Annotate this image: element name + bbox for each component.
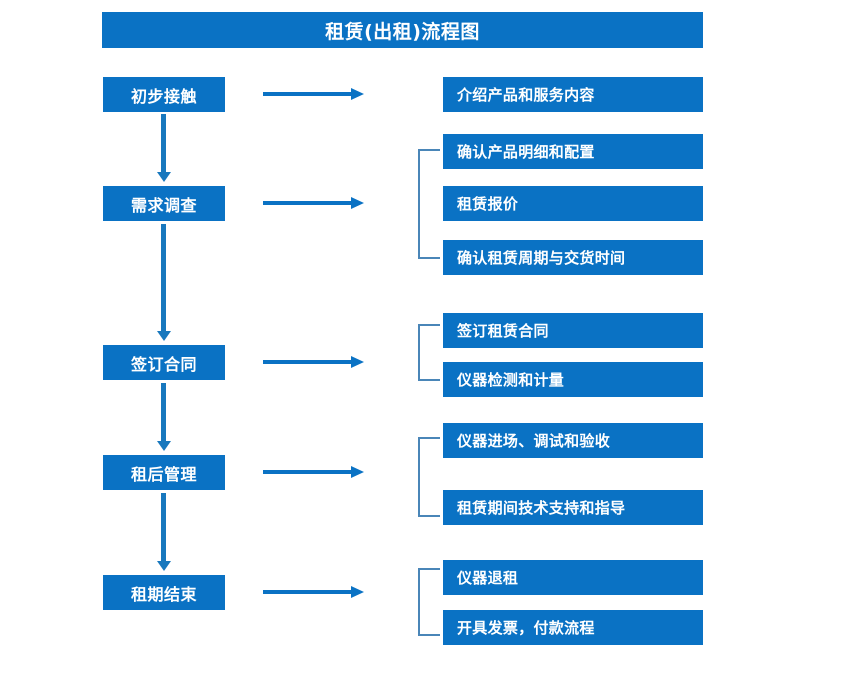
arrow-head-down-icon bbox=[157, 441, 171, 451]
arrow-head-right-icon bbox=[351, 356, 364, 368]
vertical-arrow-3 bbox=[156, 383, 172, 453]
horizontal-arrow-post-rental-management bbox=[263, 464, 364, 480]
arrow-shaft bbox=[161, 383, 166, 441]
detail-box-confirm-product-details[interactable]: 确认产品明细和配置 bbox=[443, 134, 703, 169]
detail-box-confirm-rental-period[interactable]: 确认租赁周期与交货时间 bbox=[443, 240, 703, 275]
vertical-arrow-1 bbox=[156, 114, 172, 184]
detail-box-technical-support[interactable]: 租赁期间技术支持和指导 bbox=[443, 490, 703, 525]
stage-box-post-rental-management[interactable]: 租后管理 bbox=[103, 455, 225, 490]
detail-box-instrument-entry-commissioning[interactable]: 仪器进场、调试和验收 bbox=[443, 423, 703, 458]
stage-box-demand-survey[interactable]: 需求调查 bbox=[103, 186, 225, 221]
stage-box-sign-contract[interactable]: 签订合同 bbox=[103, 345, 225, 380]
flowchart-title: 租赁(出租)流程图 bbox=[102, 12, 703, 48]
arrow-shaft bbox=[263, 201, 353, 205]
arrow-head-down-icon bbox=[157, 331, 171, 341]
horizontal-arrow-rental-end bbox=[263, 584, 364, 600]
stage-box-initial-contact[interactable]: 初步接触 bbox=[103, 77, 225, 112]
group-bracket-demand-survey bbox=[418, 149, 440, 259]
arrow-shaft bbox=[161, 114, 166, 172]
group-bracket-sign-contract bbox=[418, 324, 440, 381]
arrow-head-right-icon bbox=[351, 88, 364, 100]
arrow-shaft bbox=[263, 92, 353, 96]
arrow-shaft bbox=[263, 470, 353, 474]
detail-box-instrument-inspection[interactable]: 仪器检测和计量 bbox=[443, 362, 703, 397]
arrow-head-right-icon bbox=[351, 586, 364, 598]
stage-box-rental-end[interactable]: 租期结束 bbox=[103, 575, 225, 610]
detail-box-introduce-products[interactable]: 介绍产品和服务内容 bbox=[443, 77, 703, 112]
detail-box-instrument-return[interactable]: 仪器退租 bbox=[443, 560, 703, 595]
arrow-shaft bbox=[263, 590, 353, 594]
arrow-shaft bbox=[263, 360, 353, 364]
horizontal-arrow-demand-survey bbox=[263, 195, 364, 211]
detail-box-rental-quotation[interactable]: 租赁报价 bbox=[443, 186, 703, 221]
arrow-head-right-icon bbox=[351, 197, 364, 209]
horizontal-arrow-initial-contact bbox=[263, 86, 364, 102]
arrow-head-down-icon bbox=[157, 172, 171, 182]
arrow-shaft bbox=[161, 224, 166, 331]
vertical-arrow-4 bbox=[156, 493, 172, 573]
detail-box-sign-rental-contract[interactable]: 签订租赁合同 bbox=[443, 313, 703, 348]
detail-box-invoice-payment[interactable]: 开具发票，付款流程 bbox=[443, 610, 703, 645]
arrow-head-down-icon bbox=[157, 561, 171, 571]
arrow-head-right-icon bbox=[351, 466, 364, 478]
group-bracket-post-rental-management bbox=[418, 437, 440, 517]
vertical-arrow-2 bbox=[156, 224, 172, 343]
group-bracket-rental-end bbox=[418, 568, 440, 636]
horizontal-arrow-sign-contract bbox=[263, 354, 364, 370]
arrow-shaft bbox=[161, 493, 166, 561]
